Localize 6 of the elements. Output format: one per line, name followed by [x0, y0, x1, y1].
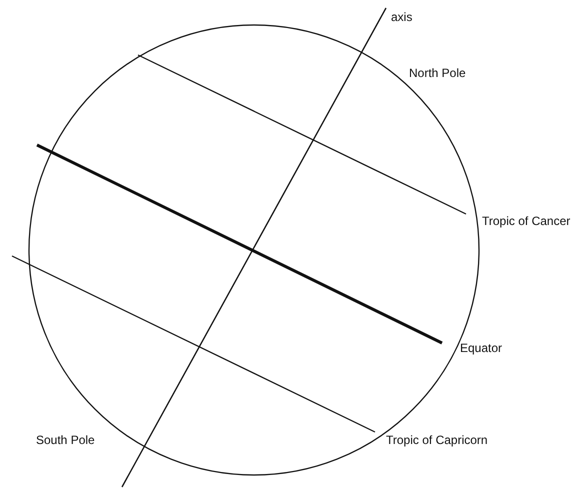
latitude-label: Tropic of Capricorn [386, 433, 488, 447]
axis-label: axis [391, 10, 412, 24]
pole-label: North Pole [409, 66, 466, 80]
latitude-label: Tropic of Cancer [482, 214, 570, 228]
pole-label: South Pole [36, 433, 95, 447]
latitude-label: Equator [460, 341, 502, 355]
